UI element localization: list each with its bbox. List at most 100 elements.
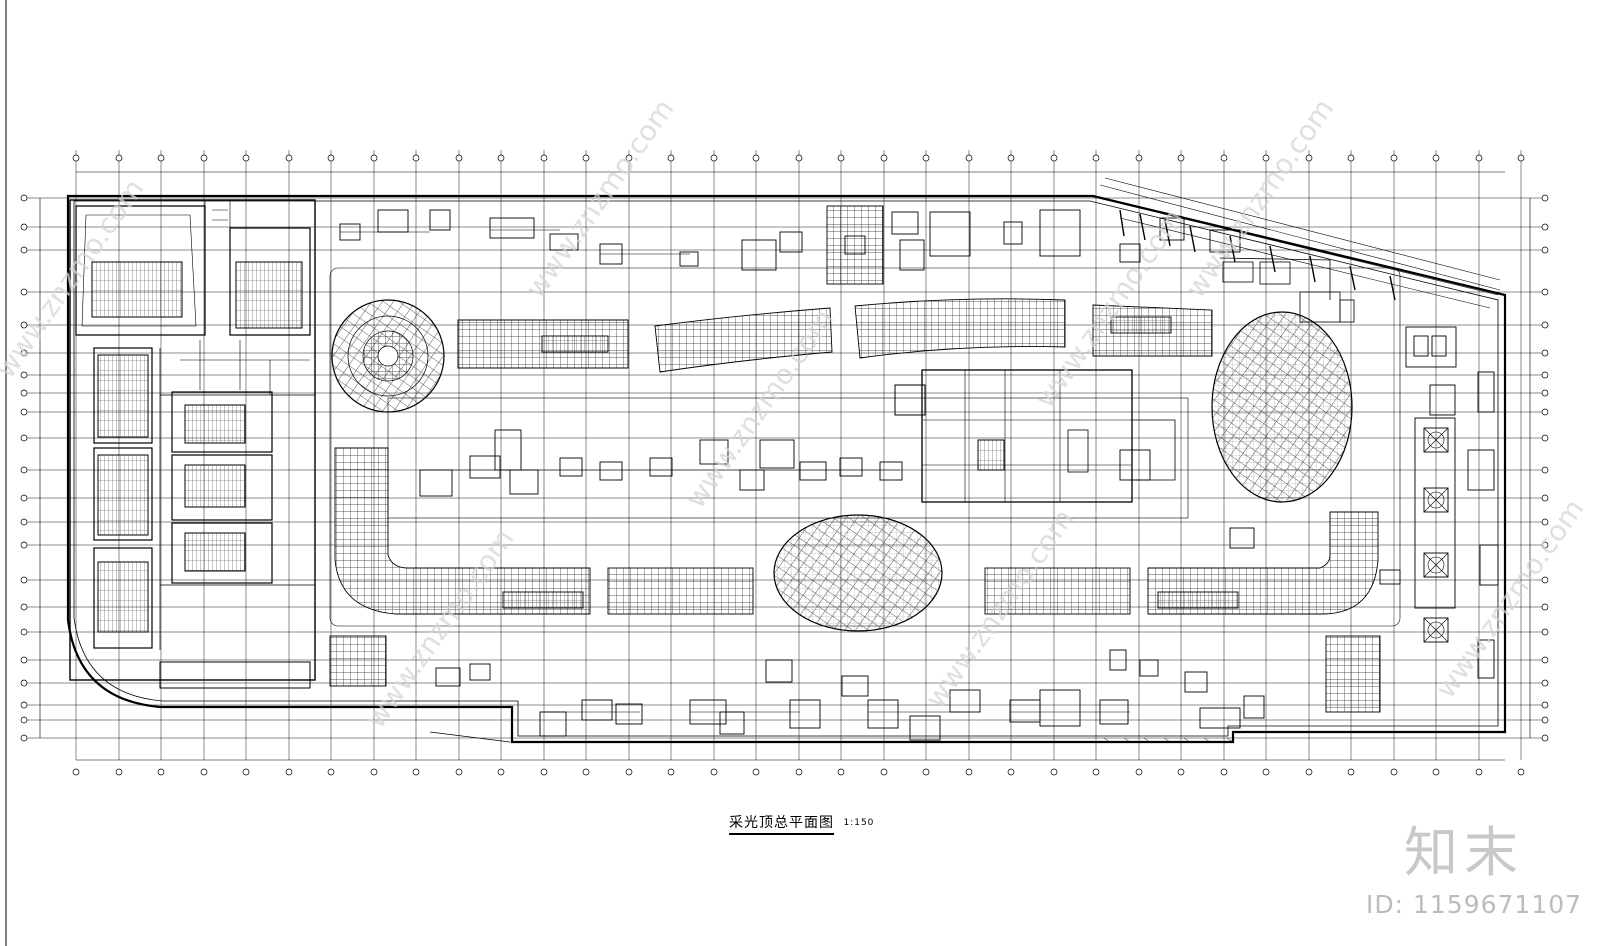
equipment-block (377, 209, 409, 233)
axis-bubble-right (1541, 288, 1549, 296)
axis-bubble-bottom (412, 768, 420, 776)
equipment-block (1109, 649, 1127, 671)
equipment-block (1139, 659, 1159, 677)
axis-bubble-top (1050, 154, 1058, 162)
axis-bubble-bottom (1262, 768, 1270, 776)
equipment-block (419, 469, 453, 497)
axis-bubble-left (20, 434, 28, 442)
equipment-block (741, 239, 777, 271)
duct-line (340, 229, 690, 255)
axis-bubble-bottom (72, 768, 80, 776)
central-core (894, 369, 1176, 503)
equipment-block (1039, 209, 1081, 257)
axis-bubble-bottom (922, 768, 930, 776)
axis-bubble-top (880, 154, 888, 162)
equipment-block (435, 667, 461, 687)
fan-blades (1423, 552, 1449, 578)
axis-bubble-bottom (540, 768, 548, 776)
axis-bubble-top (1007, 154, 1015, 162)
equipment-block (699, 439, 729, 465)
equipment-block (549, 233, 579, 251)
fan-ring (1427, 556, 1445, 574)
equipment-block (891, 211, 919, 235)
axis-bubble-left (20, 701, 28, 709)
axis-bubble-bottom (327, 768, 335, 776)
axis-bubble-right (1541, 734, 1549, 742)
axis-bubble-bottom (1135, 768, 1143, 776)
brand-watermark: 知末 (1404, 821, 1524, 884)
axis-bubble-bottom (1390, 768, 1398, 776)
equipment-block (909, 715, 941, 741)
axis-bubble-right (1541, 679, 1549, 687)
axis-bubble-left (20, 223, 28, 231)
skylight-bands (329, 205, 1381, 713)
axis-bubble-bottom (370, 768, 378, 776)
axis-bubble-top (72, 154, 80, 162)
axis-bubble-left (20, 389, 28, 397)
image-id-label: ID: 1159671107 (1366, 890, 1583, 919)
axis-bubble-left (20, 466, 28, 474)
north-east-strip (1097, 197, 1499, 323)
axis-bubble-top (1135, 154, 1143, 162)
axis-bubble-bottom (667, 768, 675, 776)
axis-bubble-top (1517, 154, 1525, 162)
equipment-block (469, 663, 491, 681)
axis-bubble-bottom (1050, 768, 1058, 776)
equipment-block (1009, 699, 1041, 723)
fan-blades (1423, 487, 1449, 513)
axis-bubble-top (1347, 154, 1355, 162)
equipment-block (841, 675, 869, 697)
equipment-block (929, 211, 971, 257)
drawing-title-block: 采光顶总平面图 1:150 (729, 812, 875, 835)
axis-bubble-top (242, 154, 250, 162)
equipment-block (1209, 229, 1241, 253)
axis-bubble-left (20, 371, 28, 379)
axis-bubble-bottom (880, 768, 888, 776)
axis-bubble-bottom (1347, 768, 1355, 776)
equipment-block (1039, 689, 1081, 727)
axis-bubble-left (20, 246, 28, 254)
axis-bubble-left (20, 349, 28, 357)
axis-bubble-bottom (1475, 768, 1483, 776)
axis-bubble-right (1541, 628, 1549, 636)
axis-bubble-bottom (1305, 768, 1313, 776)
equipment-block (1003, 221, 1023, 245)
axis-bubble-right (1541, 389, 1549, 397)
equipment-block (879, 461, 903, 481)
equipment-block (719, 711, 745, 735)
drawing-scale: 1:150 (843, 818, 875, 828)
equipment-block (1379, 569, 1401, 585)
axis-bubble-right (1541, 518, 1549, 526)
axis-bubble-top (1177, 154, 1185, 162)
axis-bubble-left (20, 656, 28, 664)
axis-bubble-top (115, 154, 123, 162)
fan-unit (1423, 487, 1449, 513)
axis-bubble-bottom (582, 768, 590, 776)
axis-bubble-right (1541, 603, 1549, 611)
equipment-block (509, 469, 539, 495)
axis-bubble-bottom (837, 768, 845, 776)
equipment-blocks (339, 209, 1401, 741)
axis-bubble-bottom (710, 768, 718, 776)
fan-unit (1423, 617, 1449, 643)
equipment-block (844, 235, 866, 255)
diagonal-watermark-text: www.znzmo.com (519, 93, 681, 304)
cinema-block (69, 199, 316, 689)
axis-bubble-right (1541, 494, 1549, 502)
axis-bubble-left (20, 288, 28, 296)
axis-bubble-left (20, 679, 28, 687)
axis-bubble-top (497, 154, 505, 162)
axis-bubble-right (1541, 349, 1549, 357)
equipment-block (949, 689, 981, 713)
equipment-block (489, 217, 535, 239)
diagonal-watermark-text: www.znzmo.com (1429, 493, 1591, 704)
axis-bubble-bottom (1007, 768, 1015, 776)
axis-bubble-left (20, 734, 28, 742)
axis-bubble-top (455, 154, 463, 162)
axis-bubble-bottom (795, 768, 803, 776)
axis-bubble-right (1541, 408, 1549, 416)
fan-blades (1423, 427, 1449, 453)
axis-bubble-left (20, 408, 28, 416)
axis-bubble-right (1541, 371, 1549, 379)
axis-bubble-top (1475, 154, 1483, 162)
